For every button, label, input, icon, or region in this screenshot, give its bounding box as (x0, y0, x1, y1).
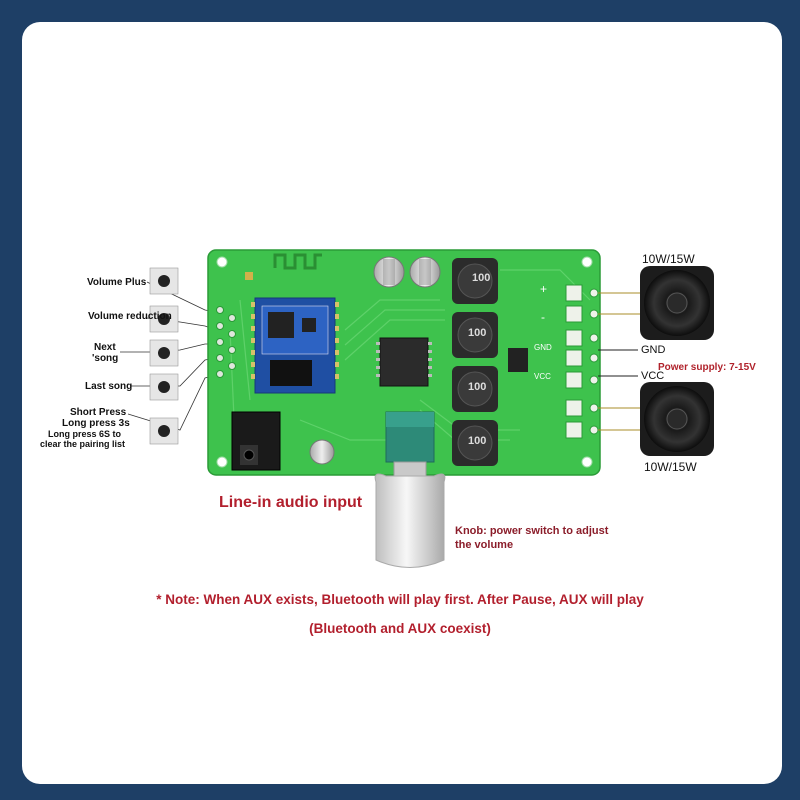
button-header-pads (216, 306, 236, 378)
tactile-button-1 (149, 267, 179, 295)
speaker-bottom (640, 382, 714, 456)
note-line1: * Note: When AUX exists, Bluetooth will … (156, 592, 644, 607)
note-line2: (Bluetooth and AUX coexist) (309, 621, 491, 636)
silk-gnd: GND (534, 343, 552, 352)
button-label-long-press-6s: Long press 6S to (48, 429, 122, 439)
speaker-top (640, 266, 714, 340)
bluetooth-module (251, 297, 339, 394)
button-label-clear-pairing: clear the pairing list (40, 439, 126, 449)
electrolytic-capacitor-1 (373, 256, 405, 288)
output-leader-lines (598, 292, 640, 431)
silk-vcc: VCC (534, 372, 551, 381)
terminal-pads (565, 284, 599, 439)
inductor-label-2: 100 (468, 327, 487, 339)
tactile-button-3 (149, 339, 179, 367)
inductor-2 (452, 312, 498, 358)
voltage-regulator (508, 348, 528, 372)
inductor-label-4: 100 (468, 435, 487, 447)
inductor-label-1: 100 (472, 272, 491, 284)
knob-caption: Knob: power switch to adjust the volume (455, 524, 655, 552)
knob-caption-line2: the volume (455, 539, 514, 551)
inductor-3 (452, 366, 498, 412)
button-label-next-line2: 'song (92, 353, 119, 364)
silk-minus: - (541, 310, 545, 324)
inductor-4 (452, 420, 498, 466)
gnd-label: GND (641, 344, 666, 356)
potentiometer (385, 411, 435, 463)
power-supply-label: Power supply: 7-15V (658, 362, 756, 373)
vcc-label: VCC (641, 370, 665, 382)
button-label-volume-plus: Volume Plus (87, 277, 147, 288)
tactile-button-2 (149, 305, 179, 333)
silk-plus: + (540, 282, 548, 296)
button-label-short-press: Short Press (70, 407, 127, 418)
button-label-next-line1: Next (94, 342, 116, 353)
button-label-volume-reduction: Volume reduction (88, 311, 172, 322)
inductor-1 (452, 258, 498, 304)
tactile-button-4 (149, 373, 179, 401)
tactile-button-5 (149, 417, 179, 445)
speaker-bottom-label: 10W/15W (644, 460, 697, 474)
speaker-top-label: 10W/15W (642, 252, 695, 266)
electrolytic-capacitor-2 (409, 256, 441, 288)
small-capacitor (309, 439, 335, 465)
volume-knob (374, 461, 446, 568)
inductor-label-3: 100 (468, 381, 487, 393)
button-label-long-press-3s: Long press 3s (62, 418, 130, 429)
line-in-caption: Line-in audio input (219, 494, 363, 511)
button-label-last-song: Last song (85, 381, 133, 392)
knob-caption-line1: Knob: power switch to adjust (455, 525, 609, 537)
amplifier-ic (376, 337, 432, 387)
audio-jack (231, 411, 281, 471)
